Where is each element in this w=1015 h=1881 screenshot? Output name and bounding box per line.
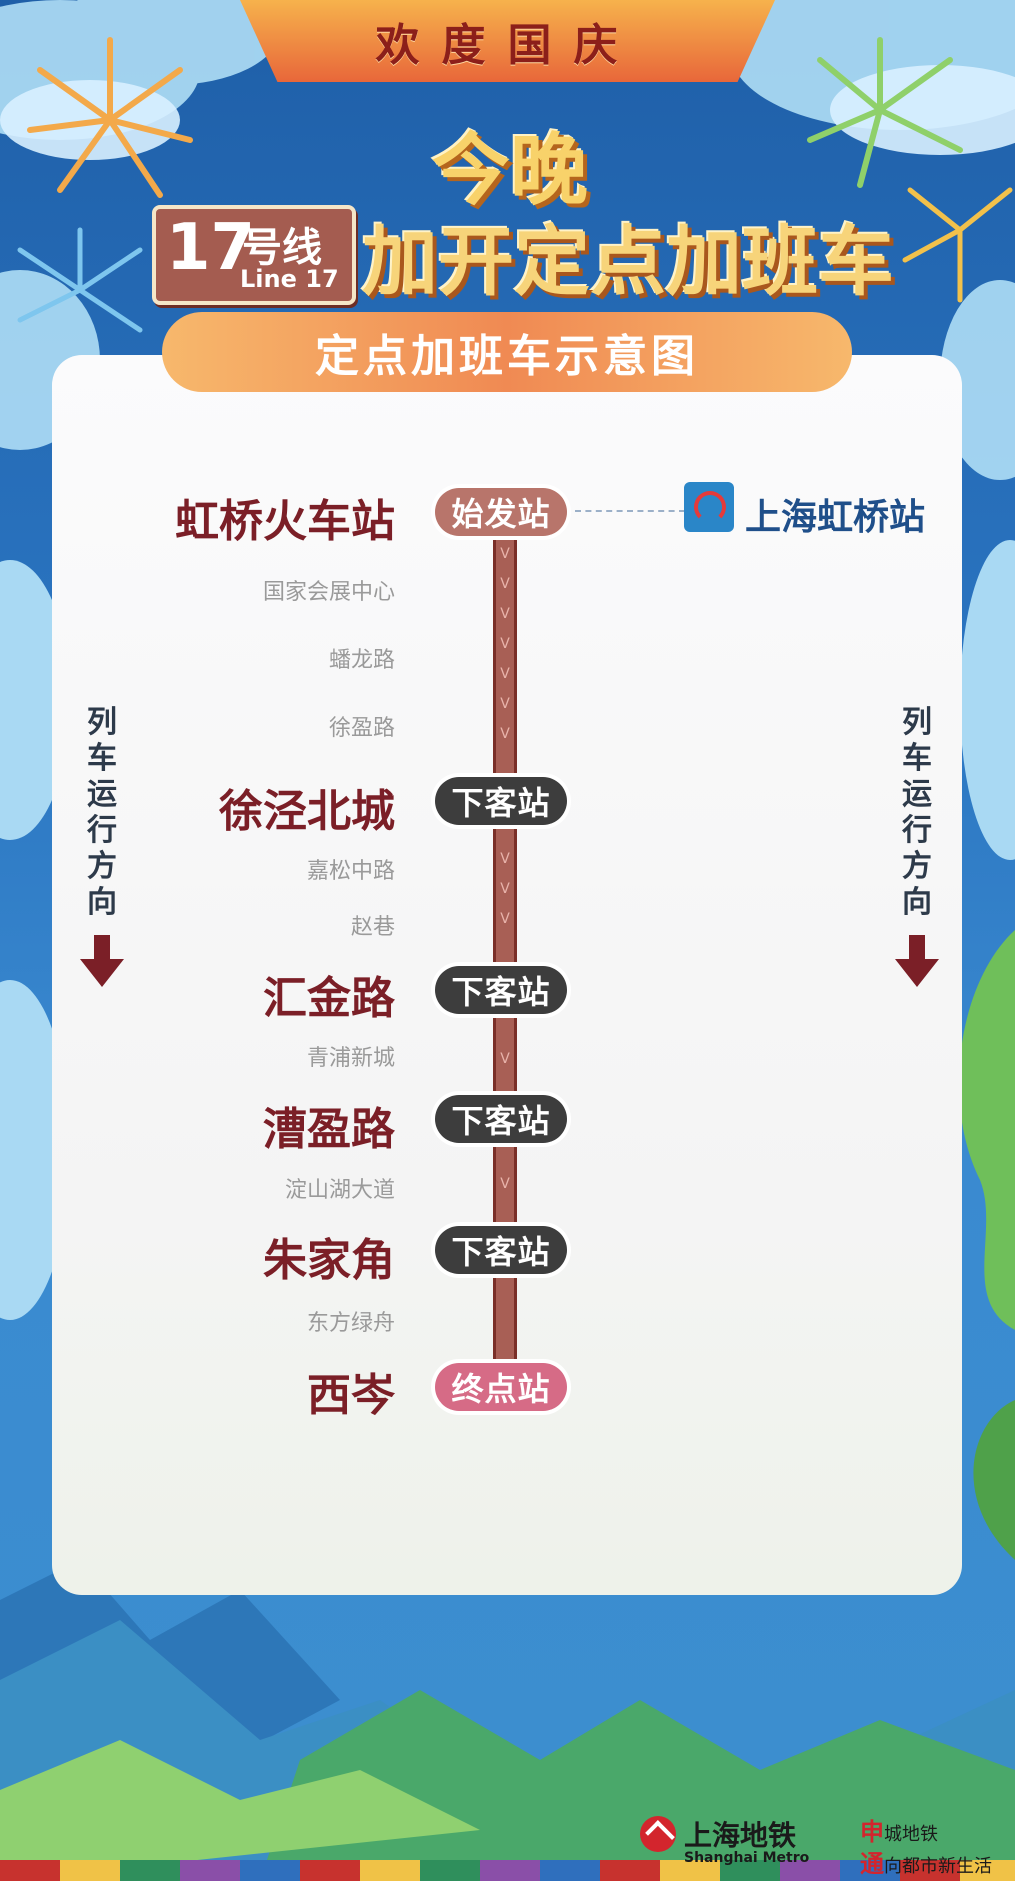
- station-zhaoxiang: 赵巷: [350, 915, 395, 940]
- slogan-rest-2: 向都市新生活: [884, 1856, 992, 1877]
- station-hongqiao-railway: 虹桥火车站: [175, 496, 395, 547]
- direction-chevron-icon: V: [500, 1051, 510, 1067]
- down-arrow-icon: [80, 935, 124, 987]
- station-dianshanhu-avenue: 淀山湖大道: [284, 1178, 395, 1203]
- subtitle-pill: 定点加班车示意图: [162, 312, 852, 392]
- brand-name-en: Shanghai Metro: [684, 1850, 810, 1866]
- direction-chevron-icon: V: [500, 851, 510, 867]
- station-qingpu-xincheng: 青浦新城: [306, 1046, 395, 1071]
- station-panlong-road: 蟠龙路: [328, 648, 395, 673]
- station-tag-alight: 下客站: [435, 966, 567, 1014]
- shanghai-metro-logo-icon: [640, 1816, 676, 1852]
- slogan-char-1: 申: [860, 1817, 884, 1846]
- direction-chevron-icon: V: [500, 911, 510, 927]
- line-en-label: Line 17: [240, 265, 339, 293]
- slogan-rest-1: 城地铁: [884, 1824, 938, 1845]
- station-xujing-beicheng: 徐泾北城: [219, 786, 395, 837]
- station-xicen: 西岑: [307, 1370, 395, 1421]
- festival-banner: 欢度国庆: [240, 0, 775, 82]
- direction-chevron-icon: V: [500, 636, 510, 652]
- station-national-exhibition: 国家会展中心: [262, 580, 395, 605]
- station-zhujiajiao: 朱家角: [263, 1235, 395, 1286]
- direction-chevron-icon: V: [500, 666, 510, 682]
- line-suffix: 号线: [242, 225, 322, 271]
- station-xuying-road: 徐盈路: [328, 716, 395, 741]
- station-jiasong-middle-road: 嘉松中路: [306, 859, 395, 884]
- transfer-connector: [575, 510, 685, 512]
- station-tag-alight: 下客站: [435, 777, 567, 825]
- direction-chevron-icon: V: [500, 726, 510, 742]
- direction-chevron-icon: V: [500, 546, 510, 562]
- direction-chevron-icon: V: [500, 696, 510, 712]
- station-tag-alight: 下客站: [435, 1095, 567, 1143]
- slogan-line-1: 申城地铁: [860, 1812, 938, 1847]
- direction-chevron-icon: V: [500, 576, 510, 592]
- station-huijin-road: 汇金路: [263, 973, 395, 1024]
- railway-station-icon: [684, 482, 734, 532]
- line-badge: 17 号线 Line 17: [152, 205, 356, 305]
- line-number: 17: [166, 211, 256, 285]
- station-caoying-road: 漕盈路: [263, 1104, 395, 1155]
- brand-name-cn: 上海地铁: [684, 1819, 797, 1852]
- station-tag-start: 始发站: [435, 488, 567, 536]
- tonight-title: 今晚: [431, 125, 588, 216]
- slogan-char-2: 通: [860, 1849, 884, 1878]
- down-arrow-icon: [895, 935, 939, 987]
- footer-color-strip: [0, 1860, 1015, 1881]
- direction-label-left: 列车运行方向: [82, 705, 122, 921]
- station-tag-terminal: 终点站: [435, 1363, 567, 1411]
- headline: 加开定点加班车: [362, 217, 894, 306]
- direction-chevron-icon: V: [500, 606, 510, 622]
- banner-title: 欢度国庆: [375, 20, 640, 71]
- direction-text: 列车运行方向: [87, 705, 117, 920]
- direction-chevron-icon: V: [500, 881, 510, 897]
- station-dongfang-lvzhou: 东方绿舟: [306, 1311, 395, 1336]
- direction-text: 列车运行方向: [902, 705, 932, 920]
- direction-label-right: 列车运行方向: [897, 705, 937, 921]
- subtitle-text: 定点加班车示意图: [315, 331, 699, 382]
- direction-chevron-icon: V: [500, 1176, 510, 1192]
- station-tag-alight: 下客站: [435, 1226, 567, 1274]
- slogan-line-2: 通向都市新生活: [860, 1844, 992, 1879]
- transfer-station-label: 上海虹桥站: [745, 497, 926, 538]
